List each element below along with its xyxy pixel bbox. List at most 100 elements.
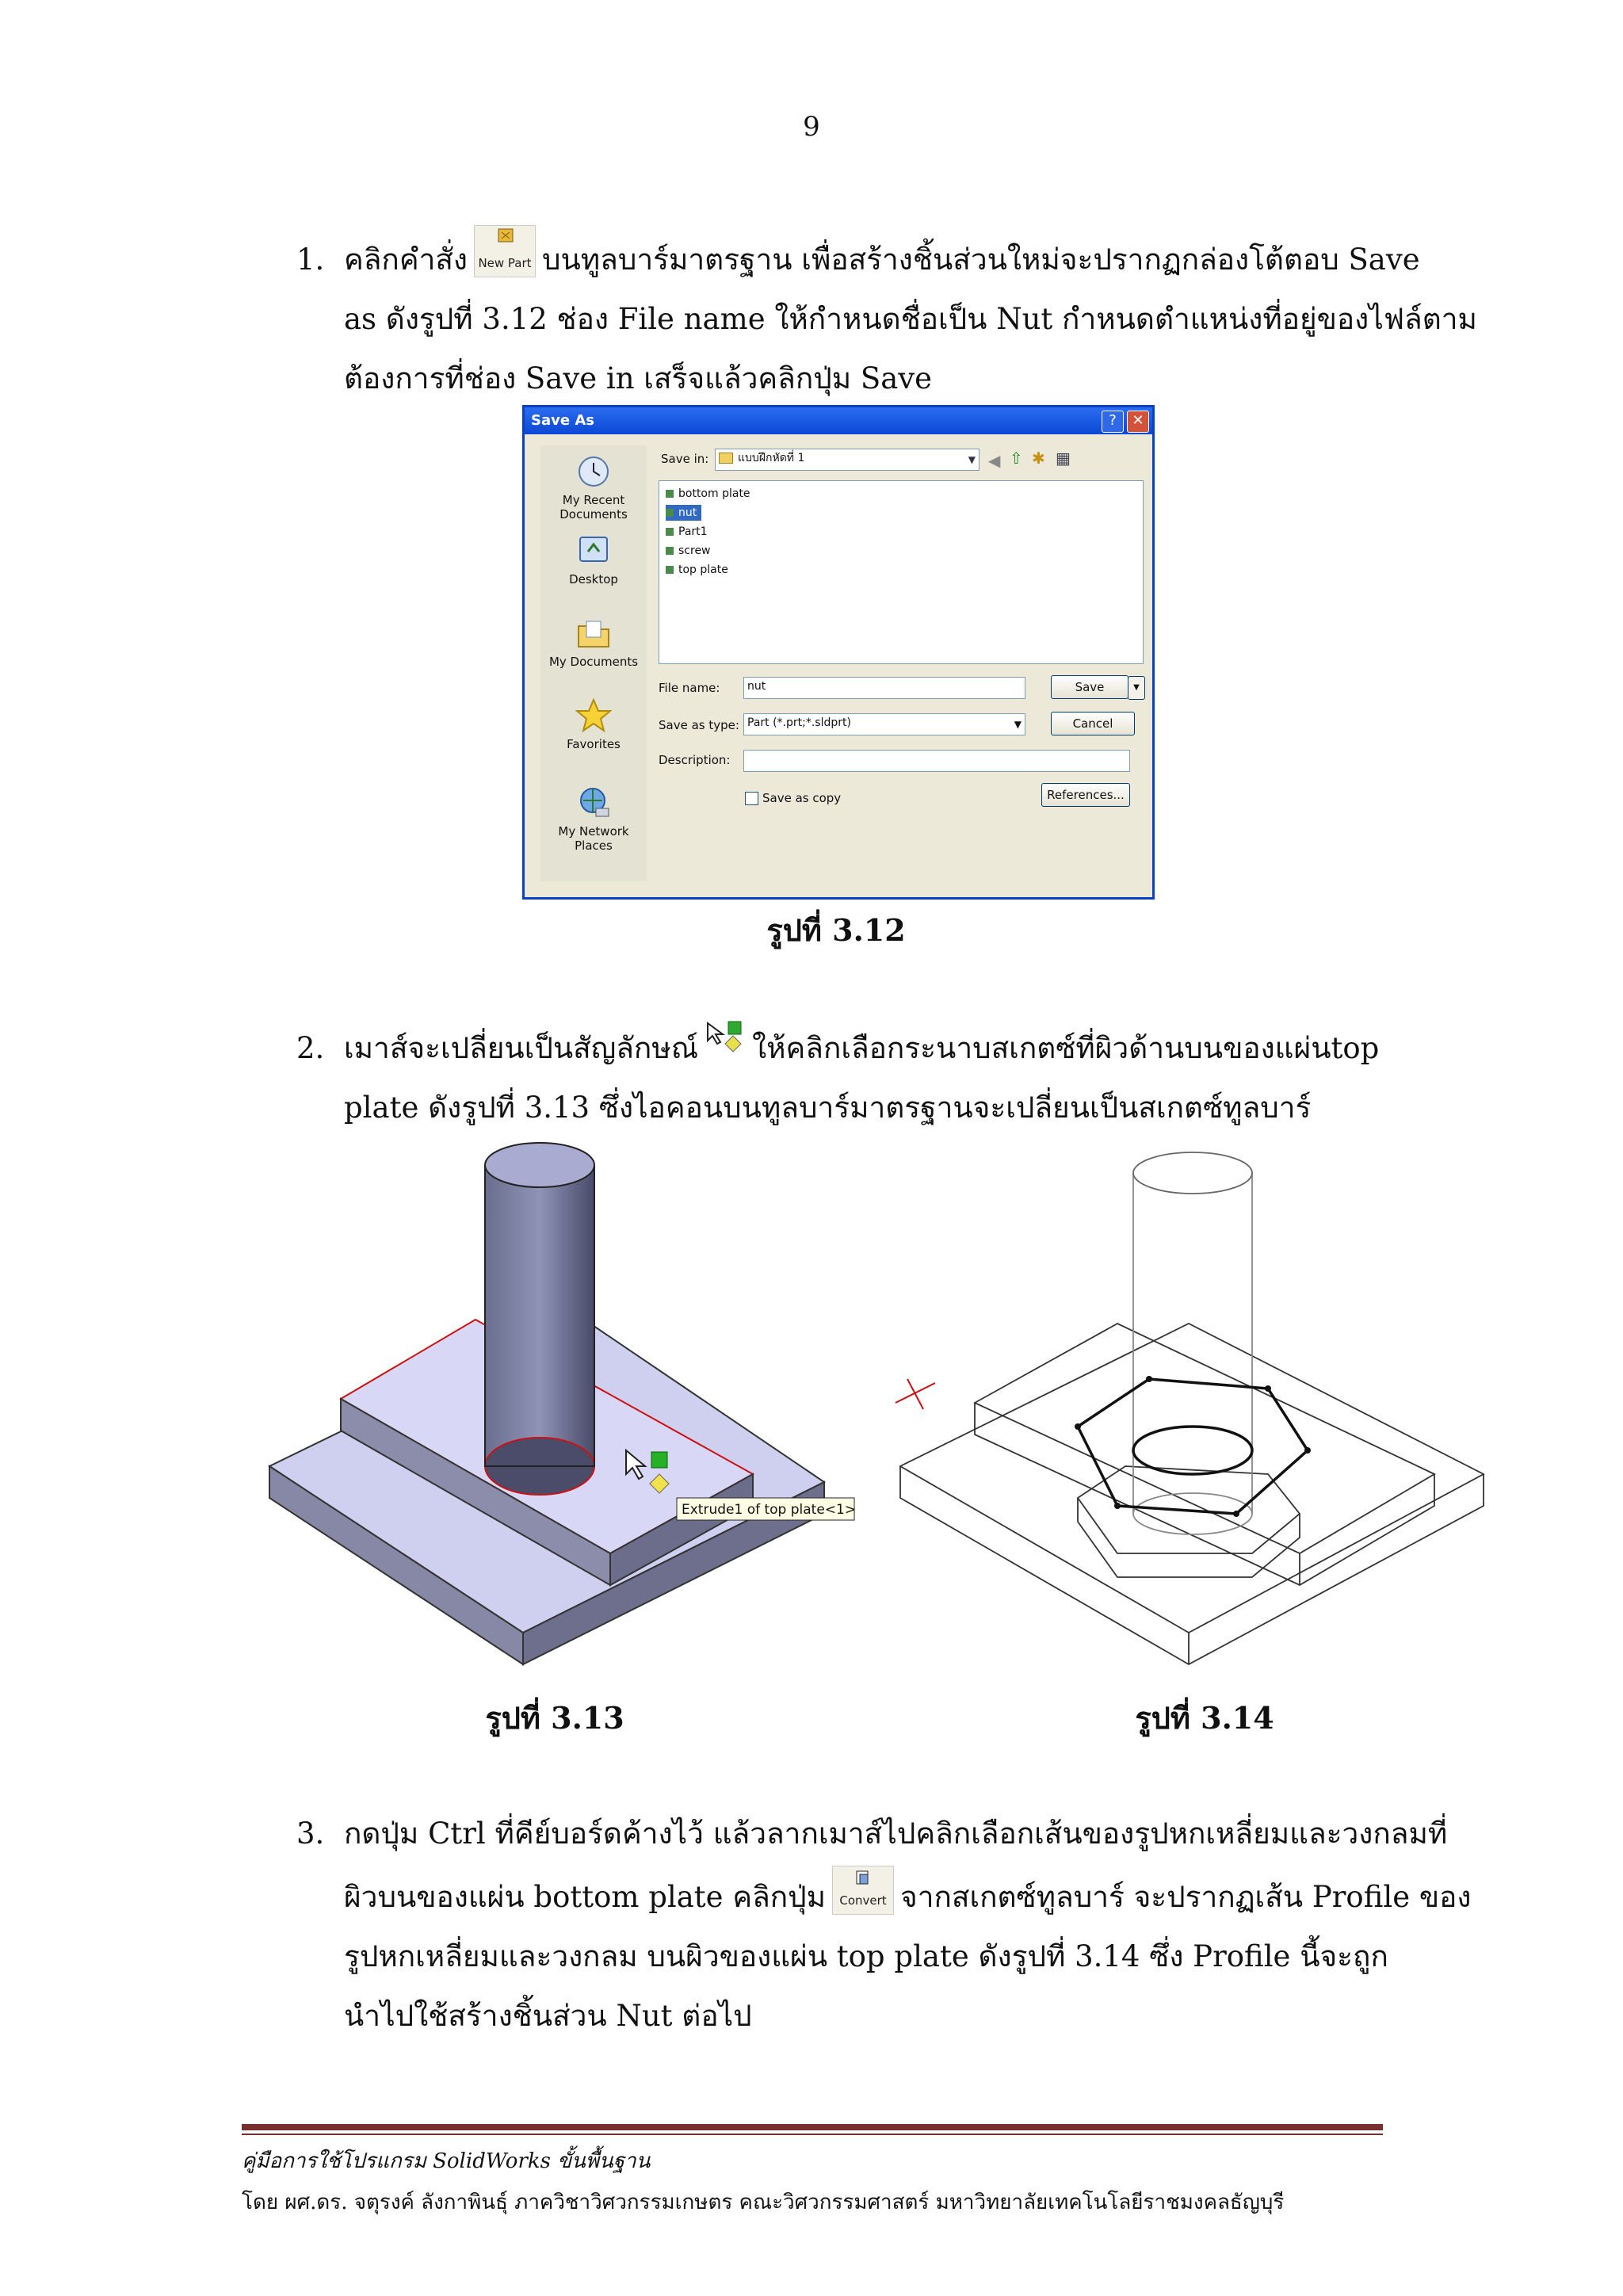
step-3-line-1: กดปุ่ม Ctrl ที่คีย์บอร์ดค้างไว้ แล้วลากเ…: [344, 1817, 1448, 1851]
up-folder-icon[interactable]: ⇧: [1010, 449, 1023, 468]
file-list[interactable]: bottom plate nut Part1 screw top plate: [659, 480, 1144, 664]
save-type-select[interactable]: Part (*.prt;*.sldprt) ▼: [743, 713, 1025, 735]
part-file-icon: [666, 528, 674, 536]
step-1-line-3: ต้องการที่ช่อง Save in เสร็จแล้วคลิกปุ่ม…: [344, 361, 933, 395]
footer-rule: [242, 2124, 1383, 2130]
save-in-label: Save in:: [661, 452, 709, 466]
file-name-input[interactable]: nut: [743, 677, 1025, 699]
places-favorites-label: Favorites: [567, 737, 621, 751]
new-part-icon: New Part: [474, 224, 537, 277]
step-2-line-1: เมาส์จะเปลี่ยนเป็นสัญลักษณ์ ให้คลิกเลือก…: [344, 1018, 1387, 1078]
top-plate-outline: [973, 1322, 1436, 1555]
close-button[interactable]: ✕: [1127, 411, 1149, 433]
dialog-title: Save As: [525, 407, 1152, 434]
file-item-label: top plate: [678, 563, 728, 576]
part-file-icon: [666, 490, 674, 498]
tooltip-box: [676, 1497, 855, 1521]
footer-author: โดย ผศ.ดร. จตุรงค์ ลังกาพินธุ์ ภาควิชาวิ…: [242, 2191, 1285, 2214]
sketch-plane-icon: [651, 1451, 668, 1469]
caption-3-12: รูปที่ 3.12: [766, 912, 906, 948]
file-item[interactable]: top plate: [666, 562, 728, 578]
chevron-down-icon[interactable]: ▼: [1128, 676, 1145, 700]
places-desktop-label: Desktop: [569, 572, 618, 586]
file-item-label: screw: [678, 544, 711, 557]
figure-3-13: Extrude1 of top plate<1>: [267, 1142, 856, 1666]
chevron-down-icon: ▼: [968, 454, 976, 465]
places-network[interactable]: My Network Places: [540, 785, 647, 853]
places-documents-label: My Documents: [548, 655, 639, 669]
file-name-label: File name:: [659, 681, 720, 695]
save-type-label: Save as type:: [659, 718, 739, 732]
step-2-text-a: เมาส์จะเปลี่ยนเป็นสัญลักษณ์: [344, 1031, 699, 1065]
caption-3-13: รูปที่ 3.13: [485, 1700, 624, 1736]
file-item[interactable]: bottom plate: [666, 486, 750, 502]
chevron-down-icon: ▼: [1014, 719, 1022, 730]
cancel-button[interactable]: Cancel: [1051, 712, 1135, 735]
file-item[interactable]: screw: [666, 543, 711, 559]
description-input[interactable]: [743, 750, 1130, 772]
step-2-text-c: top: [1331, 1031, 1380, 1065]
checkbox-icon: [745, 792, 758, 805]
step-3-line-2: ผิวบนของแผ่น bottom plate คลิกปุ่ม Conve…: [344, 1865, 1471, 1927]
description-label: Description:: [659, 753, 731, 767]
part-file-icon: [666, 509, 674, 517]
cylinder-top-outline: [1132, 1152, 1253, 1194]
places-favorites[interactable]: Favorites: [540, 697, 647, 751]
places-bar: My Recent Documents Desktop My Documents…: [540, 445, 647, 881]
cylinder-top: [484, 1142, 595, 1188]
desktop-icon: [575, 533, 612, 569]
folder-icon: [719, 453, 733, 464]
places-recent-documents[interactable]: My Recent Documents: [540, 453, 647, 521]
convert-icon-label: Convert: [839, 1893, 886, 1908]
step-1-line-2: as ดังรูปที่ 3.12 ช่อง File name ให้กำหน…: [344, 302, 1477, 336]
file-item-label: bottom plate: [678, 487, 750, 500]
step-3-number: 3.: [296, 1817, 325, 1851]
tooltip-text: Extrude1 of top plate<1>: [682, 1502, 856, 1518]
file-item-label: nut: [678, 506, 697, 519]
figure-3-14: [895, 1152, 1485, 1666]
file-item[interactable]: Part1: [666, 524, 708, 540]
places-network-label: My Network Places: [558, 824, 629, 853]
step-3-line-3: รูปหกเหลี่ยมและวงกลม บนผิวของแผ่น top pl…: [344, 1939, 1388, 1973]
step-3-text-a: ผิวบนของแผ่น bottom plate คลิกปุ่ม: [344, 1880, 827, 1914]
footer-rule-thin: [242, 2134, 1383, 2135]
save-in-value: แบบฝึกหัดที่ 1: [738, 452, 805, 464]
save-as-copy-label: Save as copy: [762, 791, 842, 805]
page-number: 9: [803, 111, 820, 143]
places-my-documents[interactable]: My Documents: [540, 615, 647, 669]
save-type-value: Part (*.prt;*.sldprt): [747, 716, 851, 729]
file-item-label: Part1: [678, 525, 708, 538]
cursor-sketch-icon: [705, 1020, 746, 1060]
back-icon[interactable]: ◀: [988, 451, 1001, 470]
step-2-text-b: ให้คลิกเลือกระนาบสเกตซ์ที่ผิวด้านบนของแผ…: [752, 1031, 1331, 1065]
cylinder-body: [485, 1165, 594, 1466]
caption-3-14: รูปที่ 3.14: [1135, 1700, 1274, 1736]
file-item-selected[interactable]: nut: [666, 505, 702, 521]
star-icon: [575, 697, 613, 734]
step-3-line-4: นำไปใช้สร้างชิ้นส่วน Nut ต่อไป: [344, 1999, 752, 2033]
step-1-text-a: คลิกคำสั่ง: [344, 243, 468, 277]
save-in-select[interactable]: แบบฝึกหัดที่ 1 ▼: [715, 449, 980, 471]
references-button[interactable]: References...: [1041, 783, 1130, 807]
part-file-icon: [666, 566, 674, 574]
views-icon[interactable]: ▦: [1056, 449, 1071, 468]
step-1-number: 1.: [296, 243, 325, 277]
circle-profile: [1132, 1425, 1254, 1476]
step-1-text-b: บนทูลบาร์มาตรฐาน เพื่อสร้างชิ้นส่วนใหม่จ…: [542, 243, 1420, 277]
step-2-number: 2.: [296, 1031, 325, 1065]
save-button-label: Save: [1075, 680, 1105, 694]
bottom-plate-outline: [899, 1322, 1485, 1634]
step-3-text-b: จากสเกตซ์ทูลบาร์ จะปรากฏเส้น Profile ของ: [900, 1880, 1472, 1914]
new-part-icon-label: New Part: [478, 256, 531, 270]
mouse-cursor-icon: [625, 1448, 647, 1480]
save-as-dialog: Save As ? ✕ Save in: แบบฝึกหัดที่ 1 ▼ ◀ …: [522, 405, 1155, 900]
new-folder-icon[interactable]: ✱: [1032, 449, 1045, 468]
save-button[interactable]: Save ▼: [1051, 675, 1145, 700]
step-2-line-2: plate ดังรูปที่ 3.13 ซึ่งไอคอนบนทูลบาร์ม…: [344, 1091, 1312, 1125]
convert-icon: Convert: [832, 1865, 895, 1915]
save-as-copy-checkbox[interactable]: Save as copy: [745, 791, 841, 805]
face-select-icon: [649, 1473, 670, 1494]
places-recent-label: My Recent Documents: [559, 493, 628, 521]
places-desktop[interactable]: Desktop: [540, 533, 647, 586]
help-button[interactable]: ?: [1102, 411, 1124, 433]
